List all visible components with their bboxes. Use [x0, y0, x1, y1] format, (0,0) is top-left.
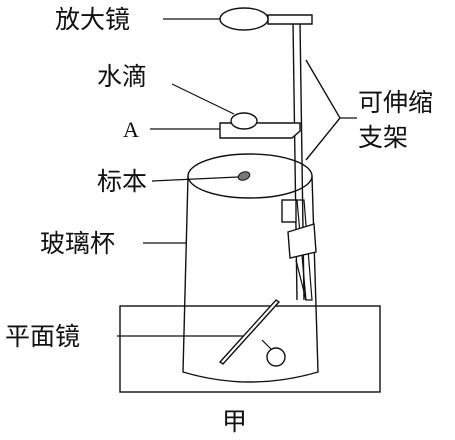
label-figure: 甲	[222, 407, 247, 436]
label-water-drop: 水滴	[97, 62, 147, 91]
label-stand-line2: 支架	[358, 123, 408, 152]
mirror-pivot-arm	[261, 339, 273, 351]
label-stand-line1: 可伸缩	[358, 88, 433, 117]
mirror-pivot-knob	[266, 347, 286, 367]
leader-specimen	[151, 176, 239, 182]
label-magnifier: 放大镜	[55, 5, 130, 34]
label-point-a: A	[123, 117, 139, 142]
stand-clamp-upper	[281, 199, 297, 223]
label-mirror: 平面镜	[5, 322, 80, 351]
stand-clamp-lower	[287, 223, 317, 259]
label-specimen: 标本	[97, 167, 147, 196]
plane-mirror	[218, 299, 281, 365]
stand-brace	[305, 59, 341, 161]
stand-clamp-line	[295, 259, 307, 301]
leader-water-drop	[171, 83, 235, 115]
water-drop	[230, 112, 258, 130]
specimen-piece	[237, 171, 251, 181]
glass-cup-body	[182, 175, 319, 383]
base-board	[119, 305, 381, 393]
stand-lower-segment	[296, 199, 313, 301]
magnifier-arm	[267, 14, 313, 25]
label-glass-cup: 玻璃杯	[40, 229, 115, 258]
magnifier-lens	[219, 7, 269, 31]
